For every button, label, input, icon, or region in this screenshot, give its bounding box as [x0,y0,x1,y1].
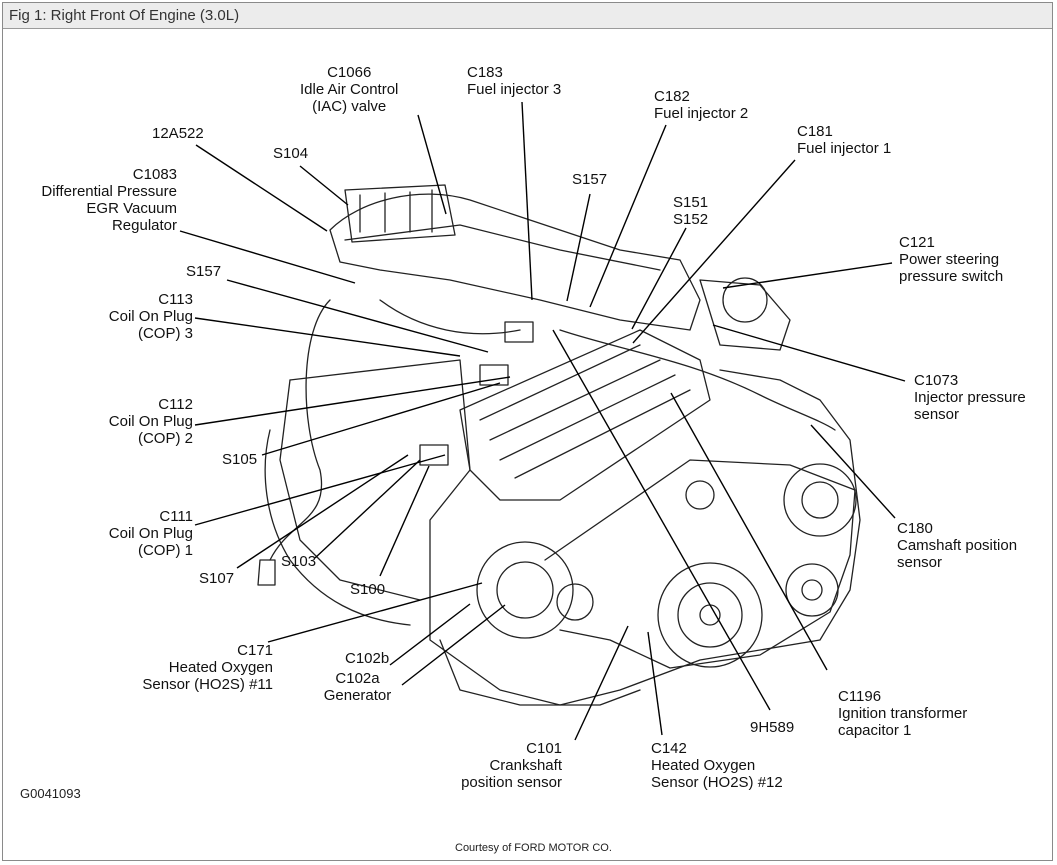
label-c102a: C102a Generator [323,670,392,704]
cop-2 [479,364,509,386]
label-c113: C113 Coil On Plug (COP) 3 [108,291,193,342]
label-12a522: 12A522 [152,125,204,142]
label-c181: C181 Fuel injector 1 [797,123,892,157]
title-bar: Fig 1: Right Front Of Engine (3.0L) [3,3,1052,29]
label-s100: S100 [350,581,386,598]
throttle-body [722,277,768,323]
engine-block [289,359,861,706]
label-c1073: C1073 Injector pressure sensor [914,372,1026,423]
label-c1066: C1066 Idle Air Control (IAC) valve [300,64,399,115]
label-c1196: C1196 Ignition transformer capacitor 1 [838,688,968,739]
generator [476,541,574,639]
label-c101: C101 Crankshaft position sensor [461,740,562,791]
credit: Courtesy of FORD MOTOR CO. [455,842,612,854]
crank-pulley [657,562,763,668]
valve-cover [459,329,711,501]
label-c112: C112 Coil On Plug (COP) 2 [108,396,193,447]
label-s157-top: S157 [572,171,608,188]
figure-title: Fig 1: Right Front Of Engine (3.0L) [9,7,240,24]
label-c183: C183 Fuel injector 3 [467,64,562,98]
label-c111: C111 Coil On Plug (COP) 1 [108,508,193,559]
label-c1083: C1083 Differential Pressure EGR Vacuum R… [41,166,177,234]
label-c180: C180 Camshaft position sensor [897,520,1018,571]
intake-plenum [329,193,701,331]
label-s105: S105 [222,451,258,468]
label-s103: S103 [281,553,317,570]
label-s157-left: S157 [186,263,222,280]
label-c102b: C102b [345,650,390,667]
label-s151-s152: S151 S152 [673,194,709,228]
ps-pulley [783,463,857,537]
label-c121: C121 Power steering pressure switch [899,234,1004,285]
label-s107: S107 [199,570,235,587]
label-s104: S104 [273,145,309,162]
iac-valve-block [344,184,456,243]
drive-belt [544,459,856,669]
label-c171: C171 Heated Oxygen Sensor (HO2S) #11 [142,642,273,693]
diagram-id: G0041093 [20,786,81,801]
label-c142: C142 Heated Oxygen Sensor (HO2S) #12 [651,740,783,791]
label-c182: C182 Fuel injector 2 [654,88,749,122]
label-9h589: 9H589 [750,719,795,736]
cop-1 [419,444,449,466]
